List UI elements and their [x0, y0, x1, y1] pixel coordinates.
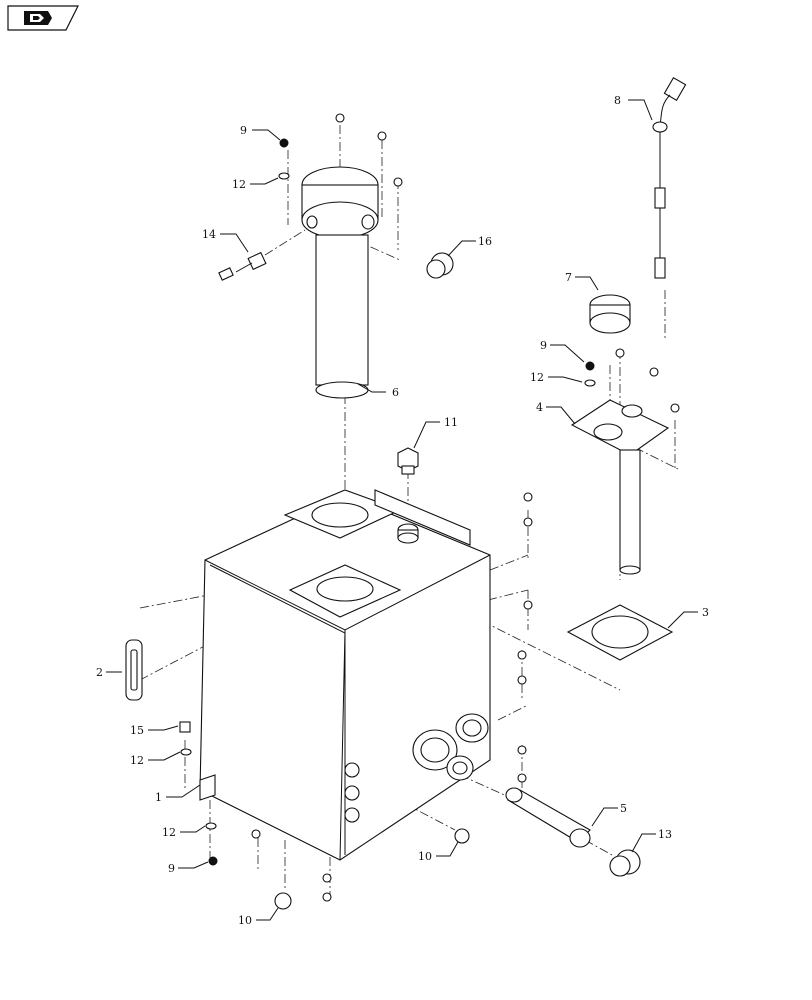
callout-7: 7 [565, 271, 572, 284]
callout-12-plate: 12 [530, 371, 544, 384]
fitting-13 [609, 849, 641, 877]
callout-labels: 8 9 12 14 16 7 9 12 4 6 11 3 2 15 12 1 1… [96, 94, 709, 927]
filler-plug [397, 447, 419, 475]
fitting-16 [426, 252, 454, 279]
callout-16: 16 [478, 235, 492, 248]
callout-leaders [106, 99, 698, 921]
drain-plug-a [454, 828, 470, 844]
return-filter [301, 166, 379, 399]
callout-5: 5 [620, 802, 627, 815]
callout-4: 4 [536, 401, 543, 414]
callout-9-top: 9 [240, 124, 247, 137]
nav-back-button[interactable] [7, 5, 79, 31]
pressure-switch [218, 251, 267, 281]
callout-1: 1 [155, 791, 162, 804]
callout-12-side: 12 [130, 754, 144, 767]
callout-8: 8 [614, 94, 621, 107]
callout-14: 14 [202, 228, 216, 241]
gasket-plate [566, 604, 674, 661]
hydraulic-tank [199, 489, 491, 861]
level-plate-assembly [570, 399, 670, 575]
drain-plug-b [274, 892, 292, 910]
callout-15: 15 [130, 724, 144, 737]
callout-6: 6 [392, 386, 399, 399]
hardware-nuts-washers [179, 113, 680, 902]
sight-gauge [125, 639, 143, 701]
suction-strainer [505, 787, 591, 848]
callout-10-side: 10 [418, 850, 432, 863]
callout-11: 11 [444, 416, 458, 429]
callout-12-top: 12 [232, 178, 246, 191]
callout-3: 3 [702, 606, 709, 619]
level-sensor-cable [652, 76, 687, 279]
back-arrow-icon [24, 11, 52, 25]
callout-9-plate: 9 [540, 339, 547, 352]
callout-10-bottom: 10 [238, 914, 252, 927]
breather-cap [589, 294, 631, 334]
tank-top-bushing [397, 523, 419, 544]
callout-12-bottom: 12 [162, 826, 176, 839]
callout-9-bottom: 9 [168, 862, 175, 875]
callout-2: 2 [96, 666, 103, 679]
callout-13: 13 [658, 828, 672, 841]
